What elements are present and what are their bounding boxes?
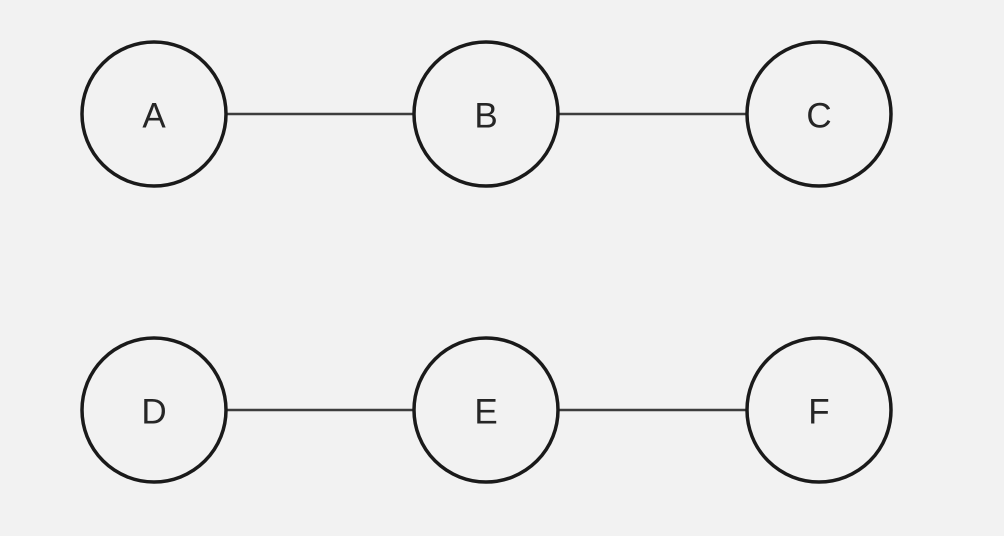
node-B[interactable]: B xyxy=(412,40,560,188)
node-label-F: F xyxy=(808,393,829,432)
node-E[interactable]: E xyxy=(412,336,560,484)
node-C[interactable]: C xyxy=(745,40,893,188)
node-label-B: B xyxy=(474,97,497,136)
node-circle-A[interactable] xyxy=(80,40,228,188)
node-F[interactable]: F xyxy=(745,336,893,484)
node-circle-F[interactable] xyxy=(745,336,893,484)
node-label-D: D xyxy=(141,393,166,432)
node-label-E: E xyxy=(474,393,497,432)
node-circle-E[interactable] xyxy=(412,336,560,484)
node-label-A: A xyxy=(142,97,166,136)
node-circle-C[interactable] xyxy=(745,40,893,188)
node-A[interactable]: A xyxy=(80,40,228,188)
node-label-C: C xyxy=(806,97,831,136)
node-circle-B[interactable] xyxy=(412,40,560,188)
node-D[interactable]: D xyxy=(80,336,228,484)
node-circle-D[interactable] xyxy=(80,336,228,484)
